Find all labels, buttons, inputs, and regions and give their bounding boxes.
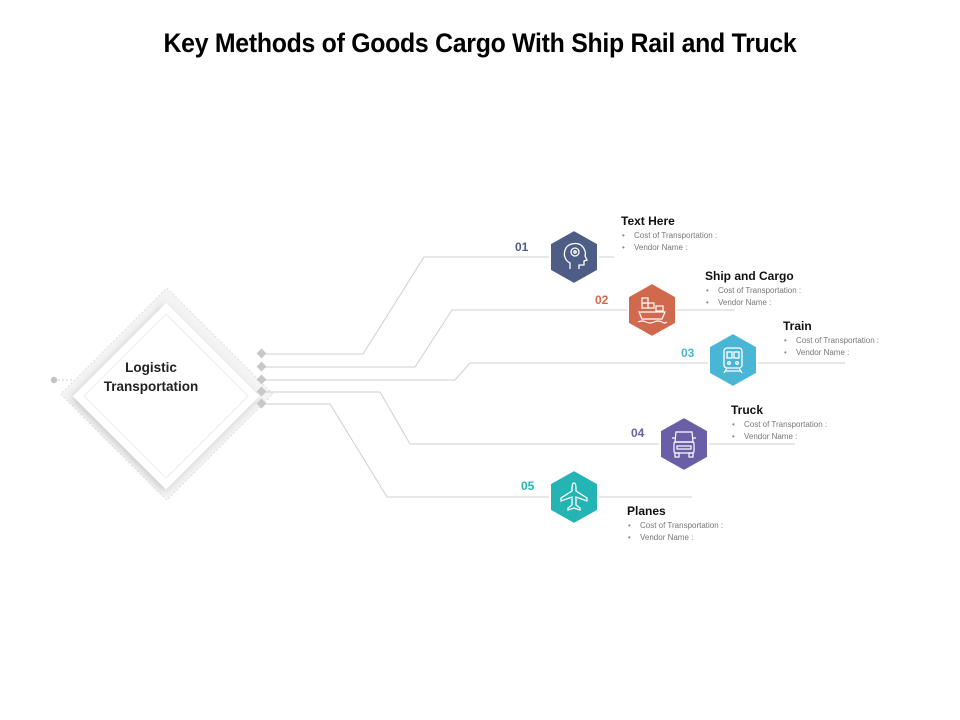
item-heading: Ship and Cargo <box>705 269 794 283</box>
item-number-03: 03 <box>681 346 695 360</box>
center-label-line1: Logistic <box>125 360 177 375</box>
item-number-05: 05 <box>521 479 535 493</box>
center-diamond <box>59 287 274 501</box>
vendor-bullet: Vendor Name : <box>705 297 801 309</box>
vendor-bullet: Vendor Name : <box>627 532 723 544</box>
cost-bullet: Cost of Transportation : <box>705 285 801 297</box>
left-dot <box>50 376 58 384</box>
center-label: Logistic Transportation <box>71 358 231 396</box>
airplane-icon <box>560 482 588 511</box>
info-block-01: Text Here Cost of Transportation : Vendo… <box>621 214 717 254</box>
hexagon-03 <box>708 331 758 389</box>
center-label-line2: Transportation <box>103 379 199 394</box>
info-block-02: Ship and Cargo Cost of Transportation : … <box>705 269 801 309</box>
item-heading: Truck <box>731 403 764 417</box>
item-number-01: 01 <box>515 240 529 254</box>
item-heading: Planes <box>627 504 666 518</box>
item-number-02: 02 <box>595 293 609 307</box>
hexagon-05 <box>549 468 599 526</box>
truck-icon <box>672 431 696 458</box>
cost-bullet: Cost of Transportation : <box>621 230 717 242</box>
cost-bullet: Cost of Transportation : <box>783 335 879 347</box>
info-block-05: Planes Cost of Transportation : Vendor N… <box>627 504 723 544</box>
info-block-04: Truck Cost of Transportation : Vendor Na… <box>731 403 827 443</box>
cost-bullet: Cost of Transportation : <box>731 419 827 431</box>
hexagon-04 <box>659 415 709 473</box>
branch-lines <box>262 256 845 498</box>
item-heading: Train <box>783 319 812 333</box>
vendor-bullet: Vendor Name : <box>621 242 717 254</box>
cost-bullet: Cost of Transportation : <box>627 520 723 532</box>
item-heading: Text Here <box>621 214 675 228</box>
branch-nodes <box>256 348 267 409</box>
train-icon <box>723 347 743 374</box>
item-number-04: 04 <box>631 426 645 440</box>
vendor-bullet: Vendor Name : <box>731 431 827 443</box>
hexagon-01 <box>549 228 599 286</box>
info-block-03: Train Cost of Transportation : Vendor Na… <box>783 319 879 359</box>
brain-head-icon <box>563 242 588 269</box>
vendor-bullet: Vendor Name : <box>783 347 879 359</box>
hexagon-02 <box>627 281 677 339</box>
page-title: Key Methods of Goods Cargo With Ship Rai… <box>163 28 797 58</box>
cargo-ship-icon <box>637 297 668 324</box>
